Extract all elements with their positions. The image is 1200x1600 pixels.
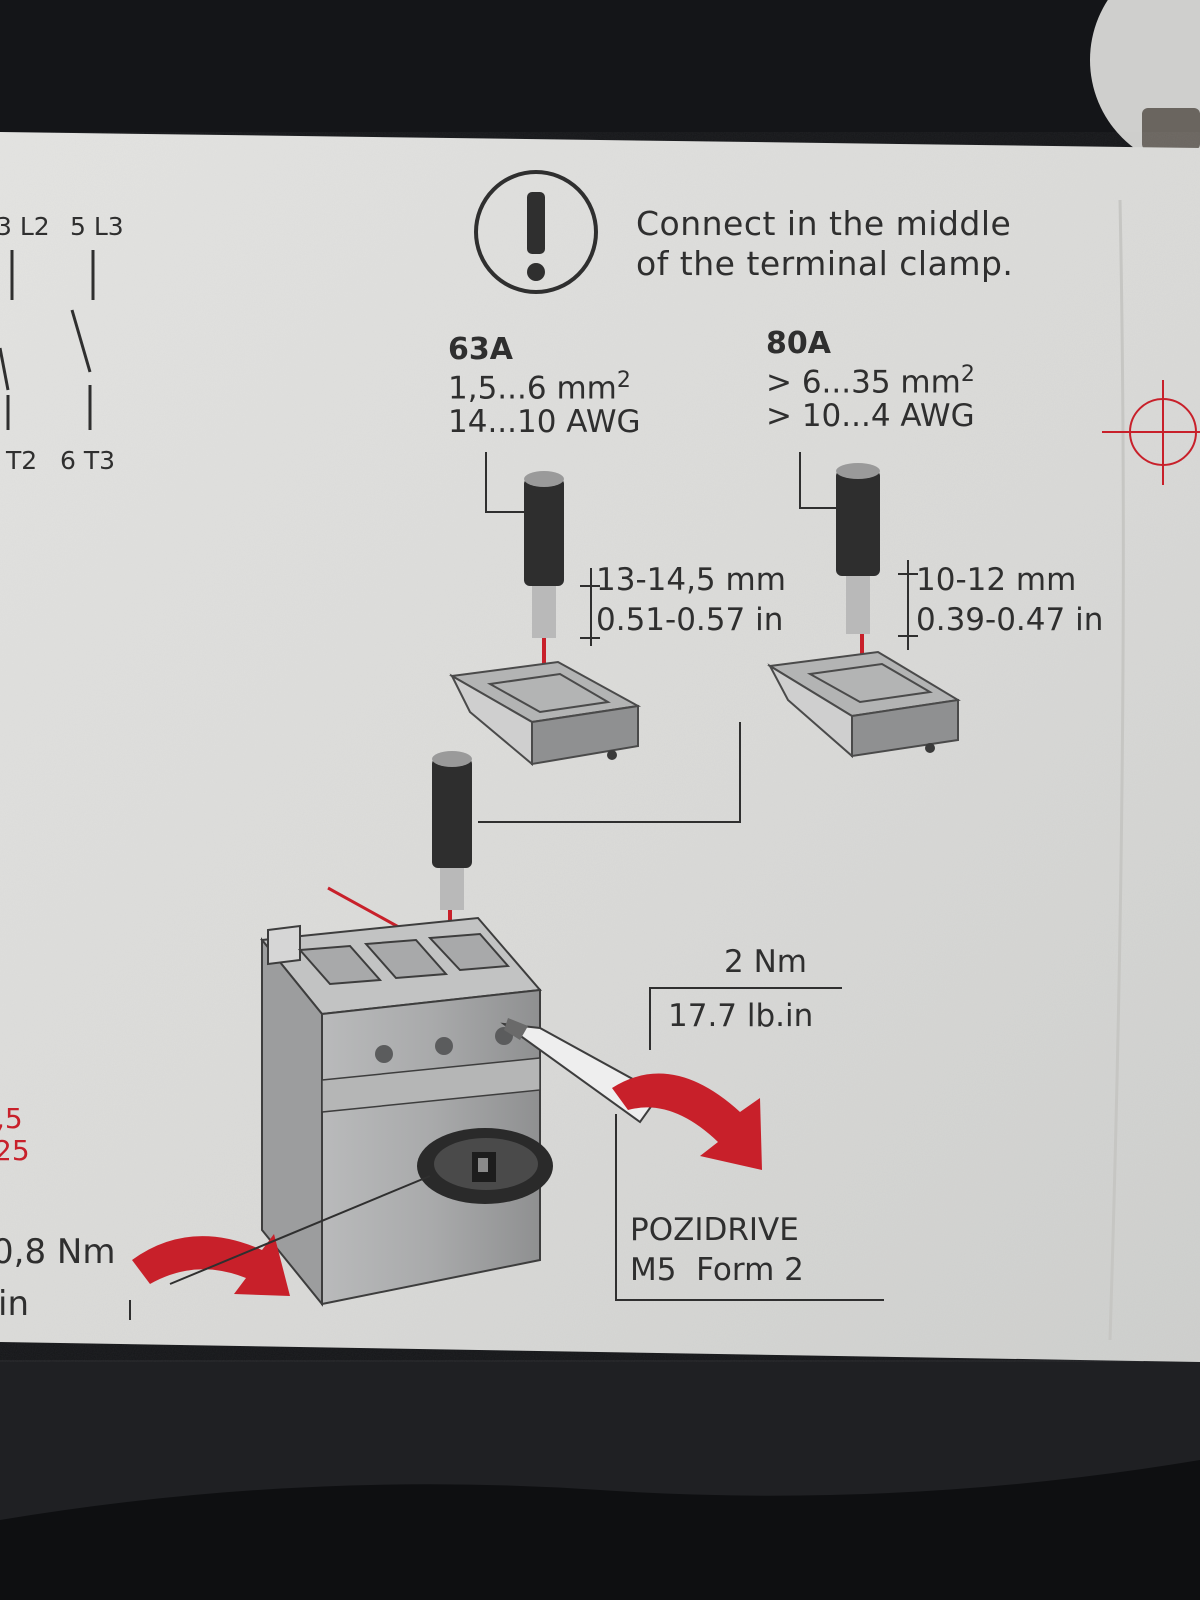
registration-mark-icon	[1102, 380, 1200, 485]
partial-value-1: ,5	[0, 1102, 23, 1135]
leader-line	[478, 722, 741, 823]
terminal-label-l3: 5 L3	[70, 212, 124, 241]
tool-bracket	[615, 1114, 884, 1301]
rating-63a-awg: 14...10 AWG	[448, 404, 641, 440]
wire-icon-switch	[327, 751, 521, 996]
switch-disconnector-icon	[260, 916, 553, 1307]
wire-icon-63a	[485, 452, 600, 708]
strip-length-63a-in: 0.51-0.57 in	[596, 602, 784, 638]
rating-80a-section-value: > 6...35 mm	[766, 364, 961, 401]
screw-torque-lbin: 17.7 lb.in	[668, 998, 814, 1034]
rating-63a-section-value: 1,5...6 mm	[448, 370, 617, 407]
screw-torque-nm: 2 Nm	[724, 944, 807, 980]
strip-length-80a-in: 0.39-0.47 in	[916, 602, 1104, 638]
rating-80a-section: > 6...35 mm2	[766, 362, 975, 400]
wire-icon-80a	[799, 452, 918, 702]
terminal-label-l2: 3 L2	[0, 212, 50, 241]
handle-torque-unit: in	[0, 1284, 29, 1324]
handle-torque-nm: 0,8 Nm	[0, 1232, 116, 1272]
partial-value-2: 25	[0, 1134, 30, 1167]
terminal-clamp-icon-80a	[767, 650, 961, 759]
torque-bracket	[649, 987, 842, 1050]
tool-type: POZIDRIVE	[630, 1212, 799, 1248]
terminal-clamp-icon-63a	[448, 660, 642, 767]
strip-length-63a-mm: 13-14,5 mm	[596, 562, 786, 598]
rotate-arrow-icon-screw	[612, 1073, 762, 1170]
terminal-label-t2: T2	[6, 446, 38, 475]
rating-63a-current: 63A	[448, 332, 513, 367]
notice-line-1: Connect in the middle	[636, 204, 1012, 243]
rating-63a-section-exponent: 2	[616, 368, 631, 393]
warning-icon	[474, 170, 598, 294]
leather-fold	[0, 1460, 1200, 1600]
rating-80a-current: 80A	[766, 326, 831, 361]
rating-80a-awg: > 10...4 AWG	[766, 398, 975, 434]
strip-length-80a-mm: 10-12 mm	[916, 562, 1077, 598]
rating-63a-section: 1,5...6 mm2	[448, 368, 631, 406]
notice-line-2: of the terminal clamp.	[636, 244, 1014, 283]
rating-80a-section-exponent: 2	[960, 362, 975, 387]
handle-leader-line	[169, 1175, 431, 1285]
pole-circuit-diagram	[0, 250, 95, 430]
small-object	[1142, 108, 1200, 150]
tool-size: M5 Form 2	[630, 1252, 804, 1288]
terminal-label-t3: 6 T3	[60, 446, 116, 475]
